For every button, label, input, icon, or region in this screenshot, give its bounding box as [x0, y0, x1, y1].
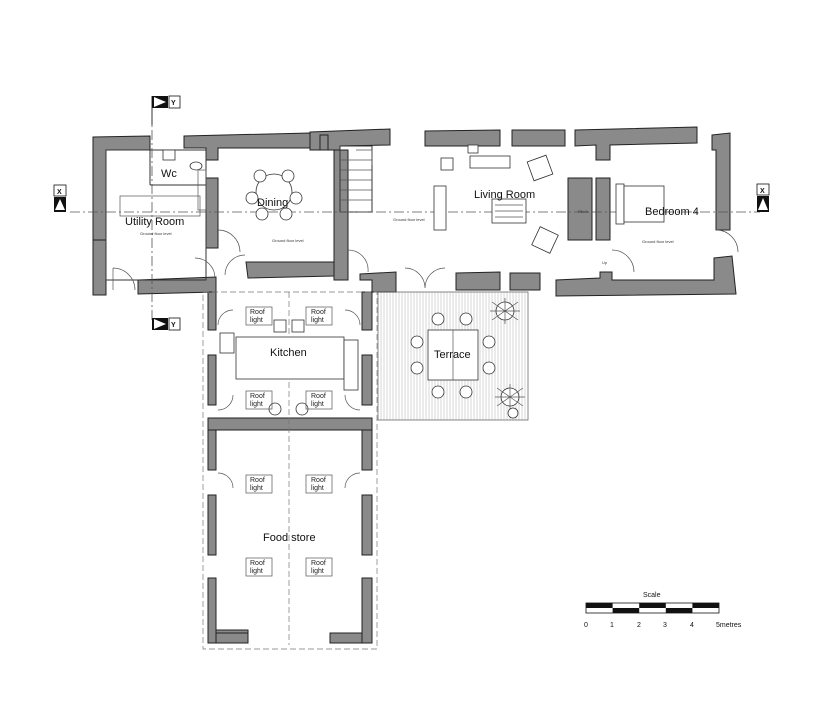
- svg-text:light: light: [250, 568, 263, 575]
- scale-tick-0: 0: [584, 622, 588, 629]
- dining-table: [245, 169, 303, 221]
- room-label-food-store: Food store: [263, 532, 316, 544]
- roof-light-kitchen-bl: Roof light: [245, 390, 273, 410]
- level-note-utility: Ground floor level: [140, 231, 172, 236]
- svg-text:light: light: [311, 401, 324, 408]
- roof-light-store-tl: Roof light: [245, 474, 273, 494]
- level-note-living: Ground floor level: [393, 217, 425, 222]
- x-marker-right-label: X: [760, 188, 765, 195]
- planter-bottom: [495, 384, 525, 419]
- roof-light-kitchen-tl: Roof light: [245, 306, 273, 326]
- living-furniture: [433, 144, 665, 254]
- section-marker-x-left: X: [53, 184, 67, 212]
- level-note-bedroom: Ground floor level: [642, 239, 674, 244]
- room-label-terrace: Terrace: [434, 349, 471, 361]
- section-marker-y-top: Y: [151, 95, 181, 125]
- scale-tick-2: 2: [637, 622, 641, 629]
- scale-tick-4: 4: [690, 622, 694, 629]
- x-marker-left-label: X: [57, 189, 62, 196]
- up-label: Up: [602, 260, 608, 265]
- svg-text:Roof: Roof: [250, 477, 265, 484]
- wing-outline: [202, 291, 378, 650]
- roof-light-store-bl: Roof light: [245, 557, 273, 577]
- svg-text:Roof: Roof: [311, 477, 326, 484]
- scale-title: Scale: [643, 592, 661, 599]
- roof-light-kitchen-br: Roof light: [305, 390, 333, 410]
- roof-light-kitchen-tr: Roof light: [305, 306, 333, 326]
- svg-text:light: light: [250, 317, 263, 324]
- level-note-dining: Ground floor level: [272, 238, 304, 243]
- section-marker-y-bottom: Y: [152, 317, 181, 331]
- roof-light-store-br: Roof light: [305, 557, 333, 577]
- wing-walls: [207, 291, 373, 644]
- svg-text:light: light: [311, 317, 324, 324]
- room-label-wc: Wc: [161, 168, 177, 180]
- svg-text:Roof: Roof: [311, 309, 326, 316]
- svg-text:light: light: [311, 485, 324, 492]
- svg-text:Roof: Roof: [311, 393, 326, 400]
- scale-tick-1: 1: [610, 622, 614, 629]
- svg-text:Roof: Roof: [250, 393, 265, 400]
- plinth-label: Plinth: [578, 209, 588, 214]
- terrace-table: [410, 312, 496, 399]
- svg-text:light: light: [250, 401, 263, 408]
- roof-light-store-tr: Roof light: [305, 474, 333, 494]
- room-label-bedroom: Bedroom 4: [645, 206, 699, 218]
- door-swings: [112, 229, 739, 489]
- room-label-dining: Dining: [257, 197, 288, 209]
- section-marker-x-right: X: [756, 183, 770, 212]
- wc-fittings: [162, 149, 203, 171]
- svg-text:Roof: Roof: [311, 560, 326, 567]
- staircase: [339, 145, 373, 213]
- planter-top: [490, 298, 520, 324]
- svg-text:light: light: [311, 568, 324, 575]
- scale-tick-3: 3: [663, 622, 667, 629]
- kitchen-furniture: [219, 319, 359, 416]
- terrace-outline: [377, 291, 529, 421]
- internal-partitions: [105, 149, 207, 281]
- external-walls: [92, 126, 737, 297]
- svg-text:light: light: [250, 485, 263, 492]
- y-marker-top-label: Y: [171, 100, 176, 107]
- scale-bar: Scale 0 1 2 3 4 5metres: [584, 592, 742, 629]
- svg-text:Roof: Roof: [250, 309, 265, 316]
- y-marker-bottom-label: Y: [171, 322, 176, 329]
- room-label-living: Living Room: [474, 189, 535, 201]
- scale-tick-5: 5metres: [716, 622, 742, 629]
- room-label-kitchen: Kitchen: [270, 347, 307, 359]
- svg-text:Roof: Roof: [250, 560, 265, 567]
- room-label-utility: Utility Room: [125, 216, 184, 228]
